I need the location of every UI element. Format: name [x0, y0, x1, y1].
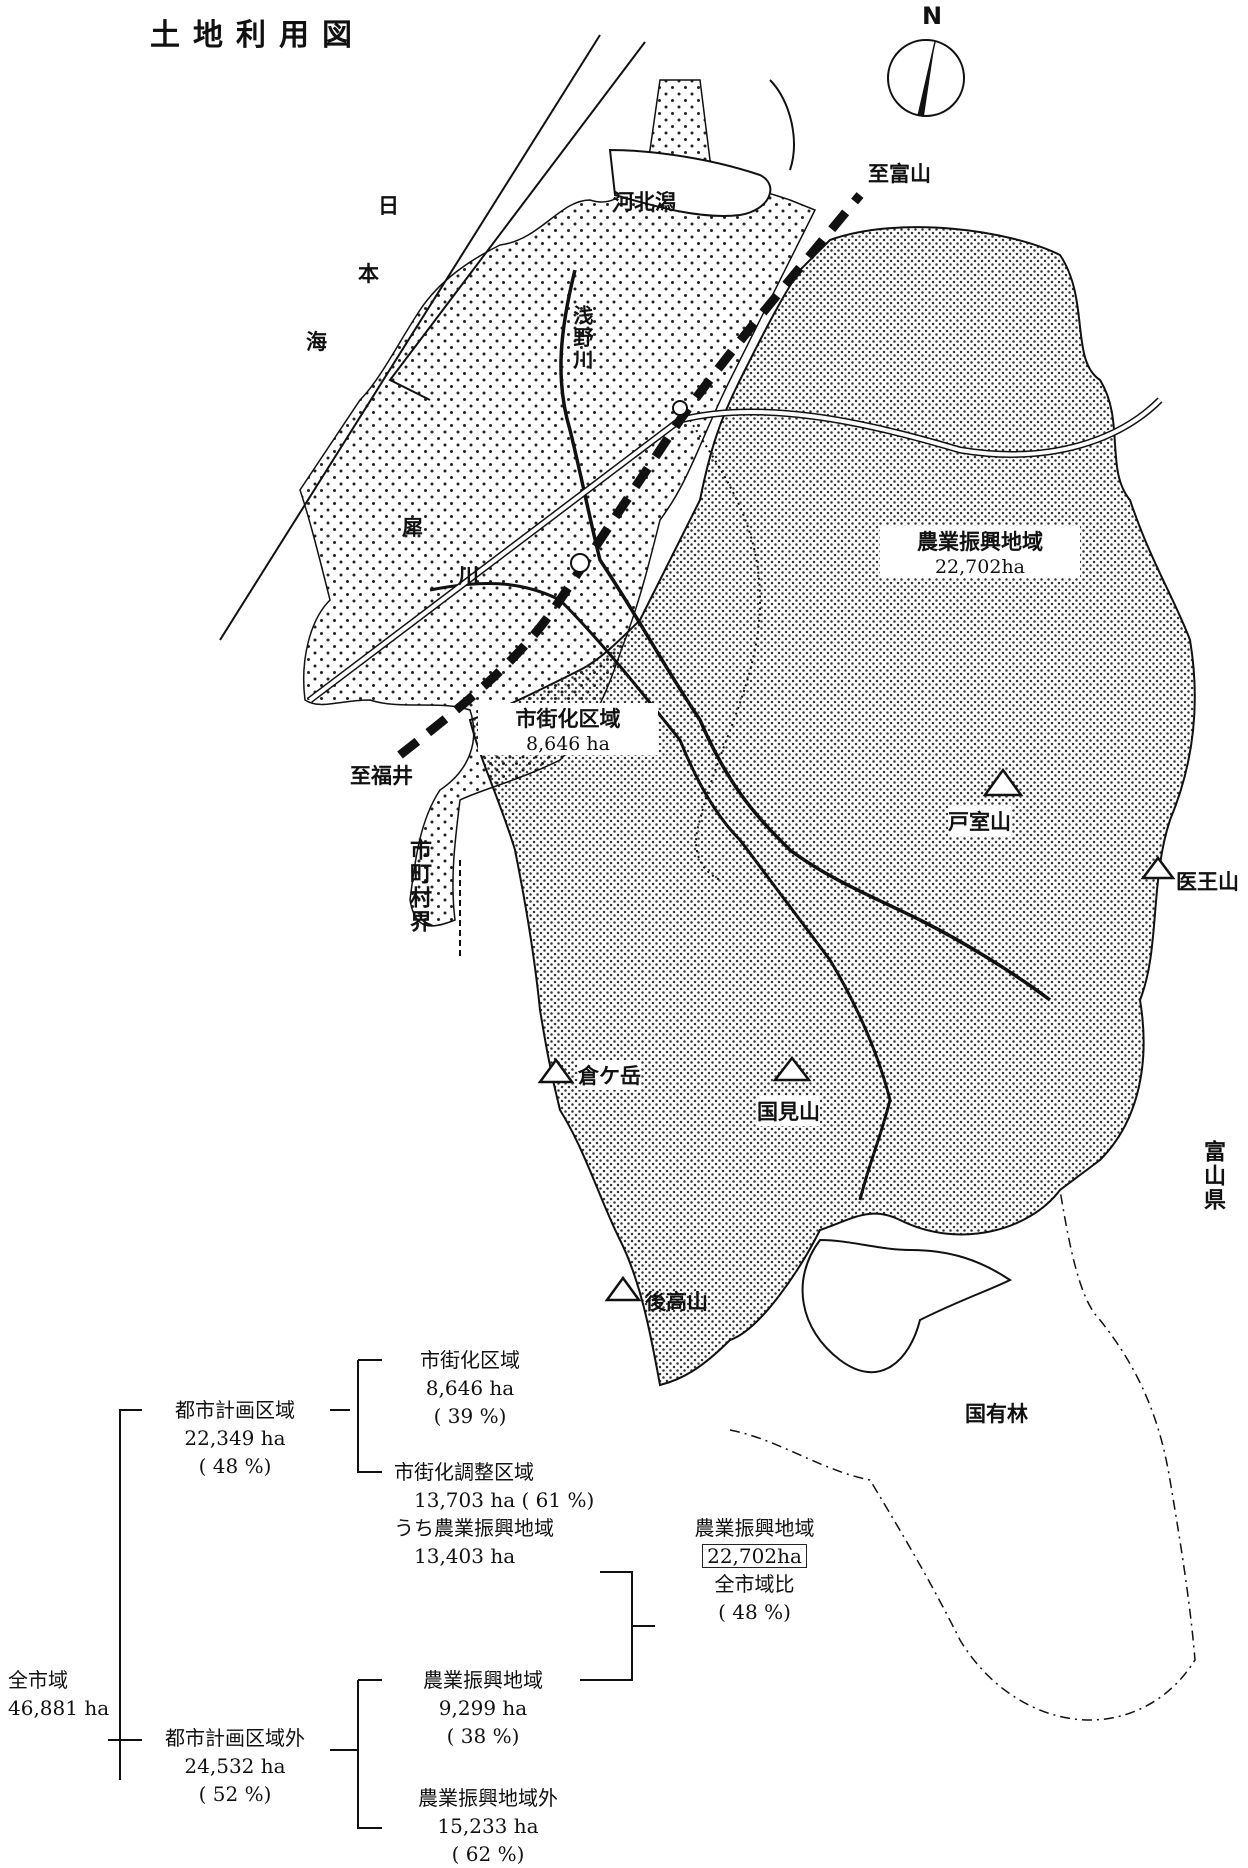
agri-zone-callout: 農業振興地域 22,702ha — [880, 526, 1080, 578]
railway-line — [397, 192, 864, 759]
urbanization-zone — [299, 79, 817, 927]
station-marker — [570, 553, 590, 573]
kahokugata-lagoon — [608, 148, 772, 217]
coastline-inner — [388, 41, 646, 401]
mountain-label: 倉ケ岳 — [578, 1060, 641, 1090]
urbanization-node: 市街化区域 8,646 ha ( 39 %) — [390, 1346, 550, 1430]
agri-promo-name: 農業振興地域 — [423, 1668, 543, 1692]
mountain-icon — [604, 1275, 642, 1302]
city-planning-node: 都市計画区域 22,349 ha ( 48 %) — [140, 1396, 330, 1480]
north-compass-icon — [887, 39, 965, 117]
agri-total-pct: ( 48 %) — [718, 1600, 791, 1624]
reservoir — [801, 1238, 1012, 1374]
breakdown-tree-lines — [108, 1359, 655, 1829]
city-planning-name: 都市計画区域 — [175, 1398, 295, 1422]
japan-sea-label-1: 日 — [378, 194, 399, 218]
adjustment-node: 市街化調整区域 13,703 ha ( 61 %) うち農業振興地域 13,40… — [394, 1458, 654, 1570]
national-forest-boundary — [729, 1189, 1196, 1721]
adjustment-name: 市街化調整区域 — [394, 1460, 534, 1484]
outside-node: 都市計画区域外 24,532 ha ( 52 %) — [140, 1724, 330, 1808]
mountain-icon — [982, 767, 1024, 797]
agri-zone-name: 農業振興地域 — [917, 530, 1043, 554]
japan-sea-label-3: 海 — [306, 330, 327, 354]
sai-river-label-1: 犀 — [402, 516, 423, 540]
agri-total-node: 農業振興地域 22,702ha 全市域比 ( 48 %) — [662, 1514, 847, 1626]
urbanization-name: 市街化区域 — [420, 1348, 520, 1372]
agri-promo-node: 農業振興地域 9,299 ha ( 38 %) — [388, 1666, 578, 1750]
mountain-icon — [537, 1057, 575, 1084]
outside-area: 24,532 ha — [184, 1754, 286, 1778]
agri-total-name: 農業振興地域 — [694, 1516, 815, 1540]
adjustment-sub-area: 13,403 ha — [414, 1544, 516, 1568]
non-agri-node: 農業振興地域外 15,233 ha ( 62 %) — [388, 1784, 588, 1868]
non-agri-pct: ( 62 %) — [451, 1842, 525, 1866]
urban-zone-name: 市街化区域 — [515, 707, 621, 731]
non-agri-name: 農業振興地域外 — [418, 1786, 558, 1810]
agri-promo-pct: ( 38 %) — [446, 1724, 520, 1748]
japan-sea-label-2: 本 — [358, 262, 379, 286]
total-area-name: 全市域 — [8, 1668, 68, 1692]
kahokugata-label: 河北潟 — [613, 190, 676, 214]
total-area-value: 46,881 ha — [8, 1696, 110, 1720]
mountain-label: 国見山 — [757, 1096, 820, 1126]
station-marker — [672, 400, 688, 416]
to-toyama-label: 至富山 — [868, 162, 931, 186]
mountain-icon — [1140, 855, 1176, 880]
adjustment-sub-name: うち農業振興地域 — [394, 1516, 554, 1540]
agri-total-area: 22,702ha — [702, 1544, 807, 1568]
outside-pct: ( 52 %) — [198, 1782, 272, 1806]
asano-river-line — [559, 269, 1052, 1002]
mountain-label: 後高山 — [645, 1290, 708, 1314]
urbanization-pct: ( 39 %) — [433, 1404, 507, 1428]
outside-name: 都市計画区域外 — [165, 1726, 305, 1750]
urbanization-area: 8,646 ha — [425, 1376, 515, 1400]
agri-promo-area: 9,299 ha — [438, 1696, 528, 1720]
total-area-node: 全市域 46,881 ha — [8, 1666, 128, 1722]
adjustment-area: 13,703 ha ( 61 %) — [414, 1488, 595, 1512]
urban-zone-callout: 市街化区域 8,646 ha — [478, 703, 658, 755]
municipal-border-label: 市町村界 — [406, 838, 431, 934]
to-fukui-label: 至福井 — [350, 764, 413, 788]
agri-total-ratio-label: 全市域比 — [714, 1572, 795, 1596]
mountain-icon — [772, 1055, 812, 1082]
sai-river-label-2: 川 — [458, 564, 479, 588]
compass-north-label: N — [922, 2, 943, 30]
page-title: 土地利用図 — [150, 18, 365, 53]
city-planning-pct: ( 48 %) — [198, 1454, 272, 1478]
national-forest-label: 国有林 — [965, 1402, 1028, 1426]
shore-inlet — [769, 79, 795, 171]
coastline — [219, 34, 601, 641]
mountain-label: 医王山 — [1176, 870, 1239, 894]
non-agri-area: 15,233 ha — [437, 1814, 539, 1838]
toyama-prefecture-label: 富山県 — [1200, 1140, 1225, 1212]
mountain-label: 戸室山 — [948, 806, 1011, 836]
urban-zone-area: 8,646 ha — [526, 733, 610, 755]
asano-river-label: 浅野川 — [570, 305, 594, 371]
city-planning-area: 22,349 ha — [184, 1426, 286, 1450]
agri-zone-area: 22,702ha — [934, 556, 1026, 578]
